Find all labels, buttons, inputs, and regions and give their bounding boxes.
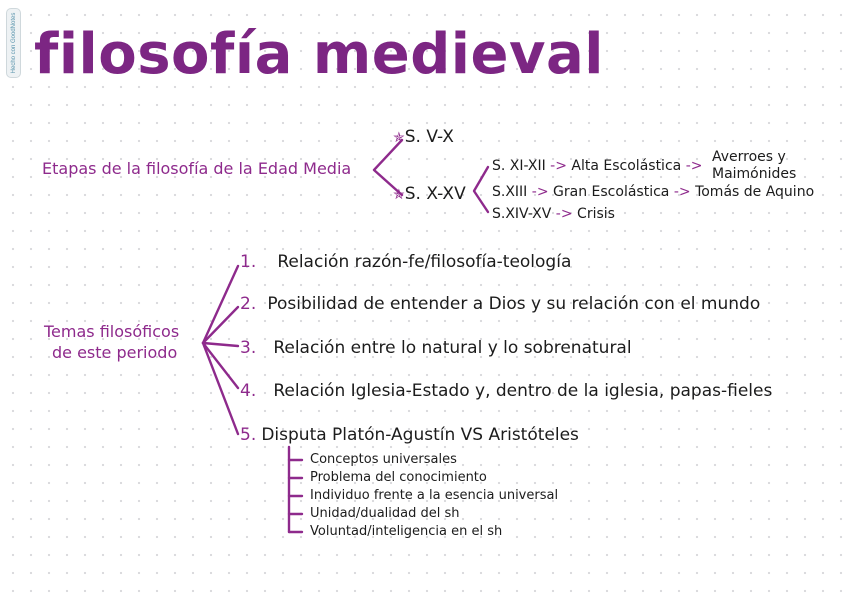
tema-item-5: 5. Disputa Platón-Agustín VS Aristóteles	[240, 425, 579, 445]
tema-item-1: 1. Relación razón-fe/filosofía-teología	[240, 252, 571, 272]
temas-fan-1	[201, 264, 240, 345]
etapas-bracket	[372, 138, 404, 197]
subitem-3: Individuo frente a la esencia universal	[310, 488, 559, 503]
sub-result-1b: Maimónides	[712, 166, 797, 182]
temas-label-1: Temas filosóficos	[44, 322, 180, 341]
sub-row-1: S. XI-XII -> Alta Escolástica ->	[492, 158, 702, 174]
temas-fan-5	[201, 341, 240, 436]
page-title: filosofía medieval	[34, 22, 604, 87]
tema-num: 3.	[240, 338, 257, 358]
arrow-icon: ->	[550, 158, 567, 174]
period-s1: ✯S. V-X	[393, 127, 454, 147]
sxxv-bracket	[472, 165, 490, 214]
subitem-5: Voluntad/inteligencia en el sh	[310, 524, 503, 539]
tema-text: Disputa Platón-Agustín VS Aristóteles	[261, 425, 579, 445]
sub-period: S. XI-XII	[492, 158, 546, 174]
subitem-4: Unidad/dualidad del sh	[310, 506, 460, 521]
sub-name: Crisis	[577, 206, 615, 222]
sub-row-2: S.XIII -> Gran Escolástica -> Tomás de A…	[492, 184, 814, 200]
etapas-label: Etapas de la filosofía de la Edad Media	[42, 159, 352, 178]
star-icon: ✯	[393, 130, 405, 146]
tema-text: Relación razón-fe/filosofía-teología	[277, 252, 572, 272]
tema-item-4: 4. Relación Iglesia-Estado y, dentro de …	[240, 381, 772, 401]
star-icon: ✯	[393, 187, 405, 203]
temas-fan-2	[201, 305, 240, 345]
tema-text: Relación entre lo natural y lo sobrenatu…	[273, 338, 632, 358]
tema-num: 2.	[240, 294, 257, 314]
period-s2-label: S. X-XV	[404, 184, 466, 204]
sub-row-3: S.XIV-XV -> Crisis	[492, 206, 615, 222]
temas-fan-4	[201, 341, 240, 390]
goodnotes-tab: Hecho con GoodNotes	[6, 8, 21, 78]
period-s2: ✯S. X-XV	[393, 184, 466, 204]
tema-item-3: 3. Relación entre lo natural y lo sobren…	[240, 338, 632, 358]
tema-num: 4.	[240, 381, 257, 401]
subitem-2: Problema del conocimiento	[310, 470, 487, 485]
tema-num: 5.	[240, 425, 257, 445]
temas-fan-3	[201, 341, 240, 348]
tema-text: Posibilidad de entender a Dios y su rela…	[267, 294, 761, 314]
sub-name: Alta Escolástica	[571, 158, 682, 174]
sub-name: Gran Escolástica	[553, 184, 670, 200]
tema-num: 1.	[240, 252, 257, 272]
sub-period: S.XIII	[492, 184, 528, 200]
arrow-icon: ->	[555, 206, 573, 222]
arrow-icon: ->	[685, 158, 703, 174]
arrow-icon: ->	[531, 184, 549, 200]
arrow-icon: ->	[673, 184, 691, 200]
tema-text: Relación Iglesia-Estado y, dentro de la …	[273, 381, 773, 401]
tema-item-2: 2. Posibilidad de entender a Dios y su r…	[240, 294, 760, 314]
period-s1-label: S. V-X	[404, 127, 454, 147]
temas-label-2: de este periodo	[52, 343, 178, 362]
subitem-1: Conceptos universales	[310, 452, 457, 467]
sub-period: S.XIV-XV	[492, 206, 552, 222]
sub-result-1a: Averroes y	[712, 149, 786, 165]
sub-result: Tomás de Aquino	[695, 184, 815, 200]
